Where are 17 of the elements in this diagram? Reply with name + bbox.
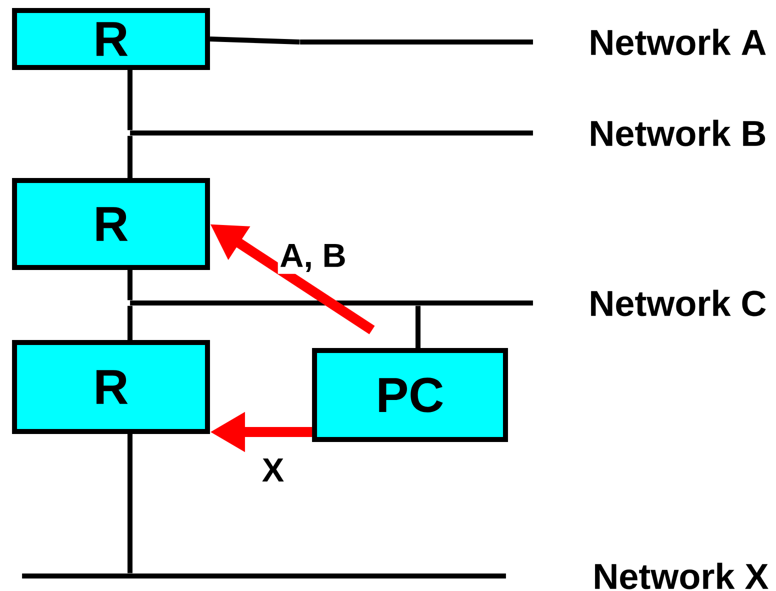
network-line: Network C — [130, 290, 766, 316]
router-box: R — [12, 178, 210, 270]
edge-label: A, B — [278, 242, 348, 274]
edge-label: X — [260, 456, 286, 484]
router-box: R — [12, 340, 210, 434]
connector-line — [210, 36, 300, 44]
connector-line — [128, 306, 132, 340]
connector-line — [128, 136, 132, 178]
network-line: Network B — [130, 120, 766, 146]
network-line: Network A — [300, 28, 766, 56]
connector-line — [416, 306, 420, 348]
connector-line — [128, 434, 132, 574]
connector-line — [128, 270, 132, 300]
router-box: R — [12, 8, 210, 70]
connector-line — [128, 70, 132, 130]
network-line: Network X — [22, 562, 768, 590]
pc-box: PC — [312, 348, 508, 442]
